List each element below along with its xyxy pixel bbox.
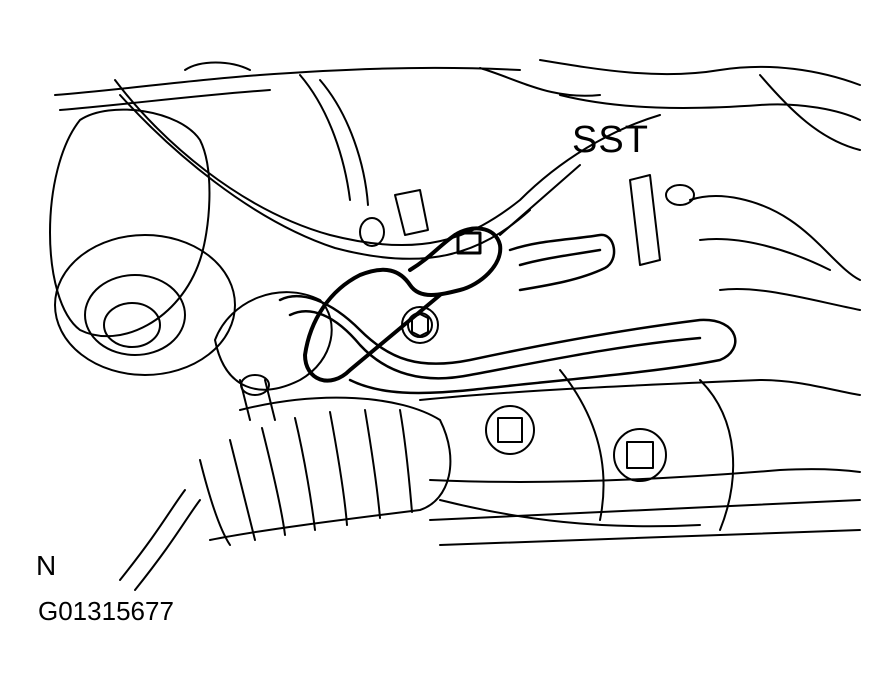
lower-plate <box>429 499 861 546</box>
sst-callout-label: SST <box>572 119 649 161</box>
left-bushing-mount <box>49 108 236 376</box>
right-components <box>629 174 861 311</box>
orientation-label: N <box>36 550 57 581</box>
rack-boot <box>119 396 452 591</box>
pressure-tube-loop <box>278 233 737 395</box>
figure-id-label: G01315677 <box>38 596 174 626</box>
bolts <box>240 189 667 482</box>
sst-leader-line <box>499 164 581 236</box>
rack-housing <box>419 369 861 531</box>
upper-hoses <box>54 59 861 260</box>
tie-rod-end <box>214 291 333 421</box>
sst-tool <box>303 226 503 383</box>
